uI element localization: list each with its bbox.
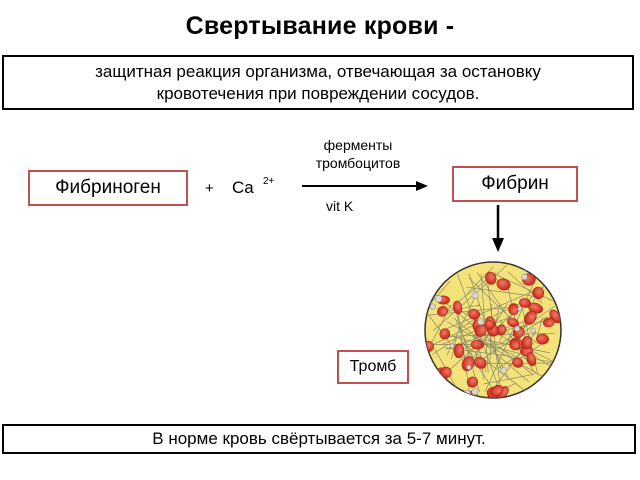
red-blood-cell	[485, 271, 497, 285]
platelet	[466, 364, 472, 371]
definition-box: защитная реакция организма, отвечающая з…	[2, 55, 634, 110]
fibrin-fiber	[477, 303, 481, 307]
fibrin-fiber	[476, 330, 485, 380]
platelet	[471, 292, 479, 299]
red-blood-cell	[474, 356, 487, 369]
platelet	[477, 318, 485, 326]
fibrin-fiber	[467, 266, 494, 294]
fibrin-fiber	[446, 304, 480, 312]
red-blood-cell	[453, 300, 463, 315]
fibrin-fiber	[466, 286, 542, 298]
fibrin-box: Фибрин	[452, 166, 578, 202]
red-blood-cell	[512, 357, 524, 368]
fibrin-fiber	[426, 312, 453, 347]
red-blood-cell	[496, 324, 507, 336]
platelet	[514, 325, 521, 332]
platelet	[434, 295, 443, 303]
fibrin-fiber	[447, 321, 543, 377]
platelet	[429, 303, 436, 310]
fibrin-fiber	[499, 334, 503, 343]
calcium-charge: 2+	[263, 176, 275, 187]
red-blood-cell	[470, 339, 484, 350]
vitamin-k-label: vit K	[326, 198, 354, 214]
calcium-ion: Ca	[232, 178, 254, 197]
red-blood-cell	[536, 333, 549, 345]
definition-line-2: кровотечения при повреждении сосудов.	[156, 84, 480, 103]
platelet	[517, 306, 523, 312]
red-blood-cell	[509, 338, 521, 351]
clot-label-box: Тромб	[337, 350, 409, 384]
fibrin-fiber	[432, 344, 449, 355]
clot-illustration	[424, 261, 562, 399]
fibrinogen-box: Фибриноген	[28, 170, 188, 206]
fibrin-fiber	[445, 288, 538, 330]
red-blood-cell	[519, 298, 531, 308]
red-blood-cell	[468, 308, 480, 320]
platelet	[521, 273, 528, 281]
platelet	[500, 367, 508, 374]
red-blood-cell	[542, 317, 555, 328]
down-arrow	[492, 205, 504, 252]
plus-sign: +	[205, 180, 214, 197]
fibrin-fiber	[474, 320, 546, 338]
platelet	[530, 327, 536, 334]
red-blood-cell	[453, 343, 465, 359]
platelet	[449, 343, 455, 349]
red-blood-cell	[439, 328, 451, 340]
definition-line-1: защитная реакция организма, отвечающая з…	[95, 62, 541, 81]
fibrin-fiber	[455, 321, 474, 359]
fibrin-fiber	[484, 275, 538, 393]
red-blood-cell	[532, 286, 545, 300]
red-blood-cell	[490, 384, 504, 397]
footer-box: В норме кровь свёртывается за 5-7 минут.	[2, 424, 636, 454]
page-title: Свертывание крови -	[185, 12, 455, 40]
platelet	[471, 388, 479, 396]
red-blood-cell	[496, 278, 511, 291]
catalyst-label: ферменты тромбоцитов	[292, 136, 424, 172]
red-blood-cell	[521, 336, 533, 350]
fibrin-fiber	[432, 263, 510, 332]
red-blood-cell	[507, 317, 519, 328]
red-blood-cell	[437, 306, 449, 317]
platelet	[523, 264, 531, 272]
catalyst-line-1: ферменты	[323, 137, 393, 153]
catalyst-line-2: тромбоцитов	[315, 155, 401, 171]
red-blood-cell	[474, 323, 487, 337]
red-blood-cell	[526, 352, 537, 367]
red-blood-cell	[524, 310, 537, 325]
fibrin-fiber	[472, 316, 548, 367]
reaction-arrow	[302, 181, 428, 191]
red-blood-cell	[508, 303, 519, 316]
red-blood-cell	[466, 376, 478, 388]
fibrin-fiber	[483, 373, 534, 385]
